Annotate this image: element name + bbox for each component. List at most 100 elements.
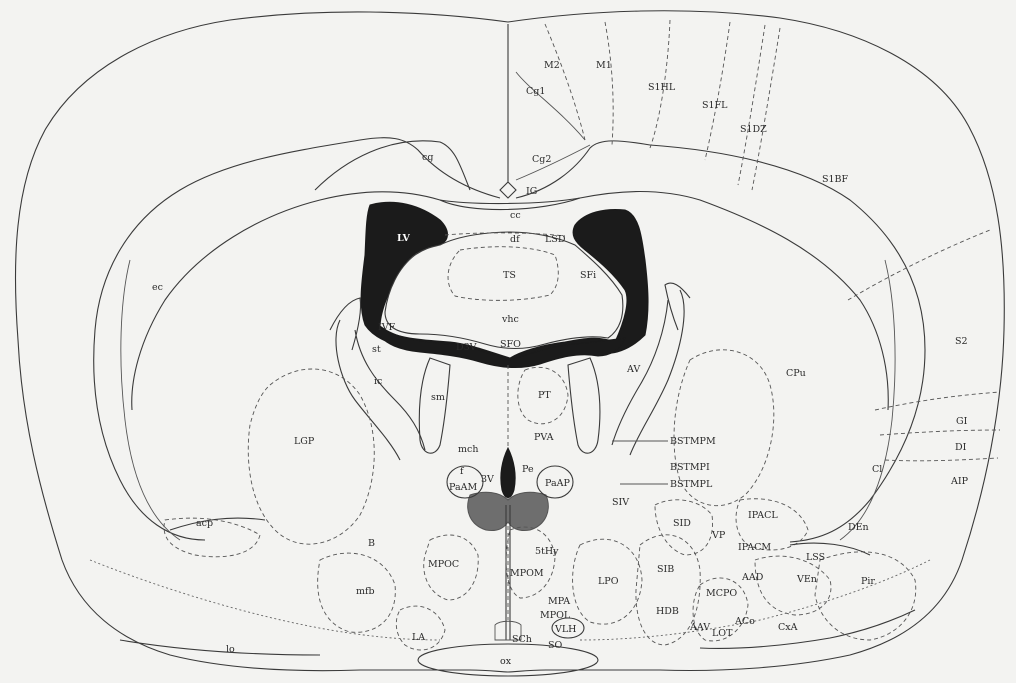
midline-fissure	[500, 24, 516, 198]
label-f: f	[460, 466, 465, 477]
label-Pir: Pir	[861, 576, 875, 587]
third-ventricle	[501, 448, 515, 498]
label-GI: GI	[956, 416, 968, 427]
label-LA: LA	[412, 632, 425, 643]
s1bf-s2-boundary	[848, 230, 990, 300]
label-Cl: Cl	[872, 464, 882, 475]
s1dz-left-boundary	[738, 25, 765, 185]
label-DEn: DEn	[848, 522, 869, 533]
label-HDB: HDB	[656, 606, 679, 617]
label-sm: sm	[431, 392, 445, 403]
label-SO: SO	[548, 640, 563, 651]
label-Cg1: Cg1	[526, 86, 545, 97]
label-VEn: VEn	[796, 574, 817, 585]
m1-s1hl-boundary	[605, 22, 613, 145]
cg1-boundary	[516, 72, 585, 140]
label-IG: IG	[526, 186, 537, 197]
label-LPO: LPO	[598, 576, 619, 587]
label-PVA: PVA	[534, 432, 554, 443]
label-SCh: SCh	[512, 634, 532, 645]
label-DI: DI	[955, 442, 967, 453]
label-5tHy: 5tHy	[535, 546, 559, 557]
stria-medullaris-right	[568, 358, 600, 453]
label-S1DZ: S1DZ	[740, 124, 767, 135]
label-acp: acp	[196, 518, 213, 529]
la-region	[396, 606, 445, 650]
label-cg: cg	[422, 152, 433, 163]
label-lo: lo	[226, 644, 235, 655]
label-MPOL: MPOL	[540, 610, 571, 621]
fornix-hook-left	[330, 298, 361, 350]
label-Cg2: Cg2	[532, 154, 551, 165]
label-PT: PT	[538, 390, 551, 401]
label-MCPO: MCPO	[706, 588, 737, 599]
label-IPACL: IPACL	[748, 510, 778, 521]
cortex-inner-boundary-left	[94, 138, 500, 540]
label-IPACM: IPACM	[738, 542, 771, 553]
label-mfb: mfb	[356, 586, 375, 597]
pir-region	[815, 552, 916, 640]
label-SFi: SFi	[580, 270, 596, 281]
mpom-region	[506, 527, 555, 598]
label-PaAM: PaAM	[449, 482, 477, 493]
label-ec: ec	[152, 282, 163, 293]
fornix-hook-right	[665, 283, 690, 330]
label-SFO: SFO	[500, 339, 521, 350]
label-BSTMPL: BSTMPL	[670, 479, 713, 490]
s1fl-s1dz-boundary	[705, 22, 730, 160]
label-S1BF: S1BF	[822, 174, 849, 185]
label-ox: ox	[500, 656, 512, 667]
label-S2: S2	[955, 336, 968, 347]
label-ACo: ACo	[734, 616, 755, 627]
acp-tract-left	[170, 518, 265, 530]
label-3V: 3V	[481, 474, 494, 485]
label-M1: M1	[596, 60, 612, 71]
label-AV: AV	[626, 364, 640, 375]
label-BSTMPI: BSTMPI	[670, 462, 710, 473]
label-AIP: AIP	[950, 476, 969, 487]
label-B: B	[368, 538, 375, 549]
label-SID: SID	[673, 518, 691, 529]
label-LSD: LSD	[545, 234, 566, 245]
label-D3V: D3V	[456, 342, 477, 353]
label-VLH: VLH	[554, 624, 576, 635]
label-S1HL: S1HL	[648, 82, 676, 93]
label-LOT: LOT	[712, 628, 733, 639]
label-S1FL: S1FL	[702, 100, 728, 111]
label-SIV: SIV	[612, 497, 629, 508]
label-AAV: AAV	[689, 622, 710, 633]
label-TS: TS	[503, 270, 516, 281]
label-IVF: IVF	[378, 322, 396, 333]
external-capsule-left	[121, 260, 180, 540]
label-st: st	[372, 344, 381, 355]
label-AAD: AAD	[741, 572, 764, 583]
label-MPOC: MPOC	[428, 559, 459, 570]
external-capsule-right	[840, 260, 895, 540]
label-LV: LV	[397, 233, 411, 244]
di-aip-boundary	[885, 458, 998, 461]
label-CPu: CPu	[786, 368, 806, 379]
label-vhc: vhc	[501, 314, 519, 325]
m2-m1-boundary	[545, 24, 585, 140]
cg-bundle	[315, 141, 470, 190]
label-VP: VP	[711, 530, 726, 541]
label-BSTMPM: BSTMPM	[670, 436, 716, 447]
label-M2: M2	[544, 60, 560, 71]
label-PaAP: PaAP	[545, 478, 570, 489]
label-LGP: LGP	[294, 436, 315, 447]
label-cc: cc	[510, 210, 521, 221]
label-ic: ic	[374, 376, 382, 387]
label-df: df	[510, 234, 521, 245]
label-CxA: CxA	[778, 622, 798, 633]
label-MPOM: MPOM	[510, 568, 544, 579]
gi-di-boundary	[880, 430, 1000, 435]
label-mch: mch	[458, 444, 478, 455]
label-SIB: SIB	[657, 564, 674, 575]
lgp-region	[248, 369, 374, 544]
label-LSS: LSS	[806, 552, 825, 563]
stria-medullaris-left	[419, 358, 450, 453]
label-Pe: Pe	[522, 464, 534, 475]
label-MPA: MPA	[548, 596, 570, 607]
